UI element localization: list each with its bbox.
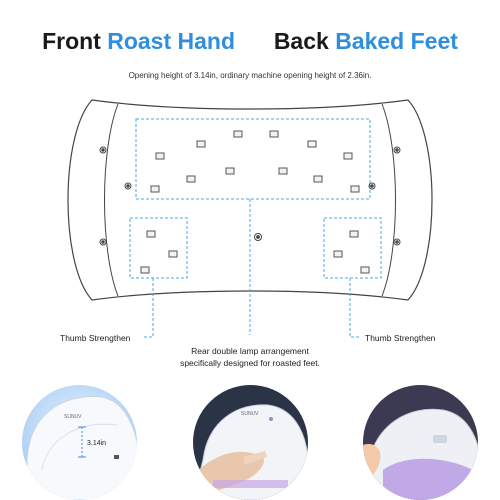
photo-side-view: SUNUV 3.14in (22, 385, 137, 500)
screw-icons (99, 146, 401, 246)
right-thumb-zone (323, 217, 382, 279)
rear-lamp-line2: specifically designed for roasted feet. (180, 358, 320, 368)
left-thumb-zone (129, 217, 188, 279)
thumb-strengthen-left: Thumb Strengthen (60, 333, 131, 343)
photo-height-label: 3.14in (87, 440, 106, 447)
rear-lamp-line1: Rear double lamp arrangement (191, 346, 309, 356)
title-front: Front (42, 28, 101, 54)
title-roast-hand: Roast Hand (107, 28, 236, 54)
lamp-diagram (67, 99, 433, 338)
opening-height-note: Opening height of 3.14in, ordinary machi… (128, 71, 372, 80)
photo-lamp-glow (363, 385, 478, 500)
thumb-strengthen-right: Thumb Strengthen (365, 333, 436, 343)
photo-hand-under-lamp: SUNUV (193, 385, 308, 500)
rear-lamp-description: Rear double lamp arrangement specificall… (150, 345, 350, 369)
led-lamps (140, 130, 370, 274)
right-thumb-callout (349, 278, 360, 338)
lamp-right-edge (381, 103, 396, 297)
photo-brand-text: SUNUV (64, 414, 82, 420)
headline: Front Roast Hand Back Baked Feet (0, 28, 500, 55)
left-thumb-callout (144, 278, 154, 338)
lamp-left-edge (104, 103, 119, 297)
title-back: Back (273, 28, 329, 54)
photo2-brand-text: SUNUV (241, 411, 259, 417)
title-baked-feet: Baked Feet (335, 28, 458, 54)
rear-lamp-zone (135, 118, 371, 200)
